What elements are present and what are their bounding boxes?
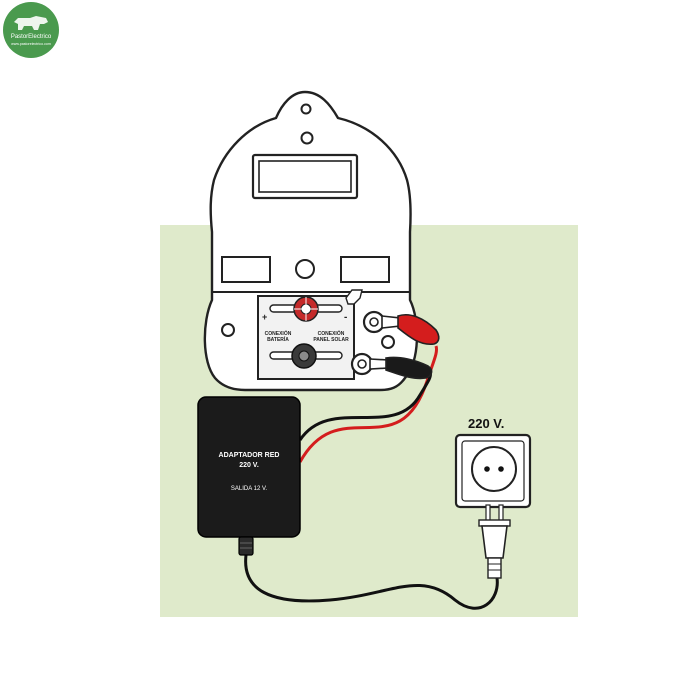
hanging-hole-middle [300, 131, 314, 145]
black-ring-terminal [350, 352, 433, 380]
outlet-hole-right [498, 466, 504, 472]
logo-circle [3, 2, 59, 58]
plug-pin-left [485, 504, 491, 522]
battery-label-line1: CONEXIÓN [265, 329, 292, 337]
wall-outlet: 220 V. [454, 416, 532, 509]
outlet-socket [471, 446, 517, 492]
minus-sign-right: - [344, 312, 347, 323]
plus-sign-left: + [262, 312, 267, 322]
plug-strain-relief [487, 557, 502, 579]
adapter-output-label: SALIDA 12 V. [231, 486, 267, 492]
terminal-clip [345, 289, 363, 305]
outlet-hole-left [484, 466, 490, 472]
energizer-device: + - CONEXIÓN BATERÍA CONEXIÓN PANEL SOLA… [203, 90, 419, 392]
red-ring-terminal [362, 310, 440, 346]
mains-plug [478, 504, 511, 579]
outlet-plate-inner [461, 440, 525, 502]
plug-body [481, 525, 508, 559]
mains-cable [244, 554, 499, 610]
logo-brand-text: PastorElectrico [11, 34, 52, 40]
brand-logo: PastorElectrico www.pastorelectrico.com [3, 2, 59, 58]
indicator-window-left [221, 256, 271, 283]
indicator-window-right [340, 256, 390, 283]
display-window-inner [258, 160, 352, 193]
adapter-strain-relief [238, 536, 254, 556]
adapter-title-line2: 220 V. [239, 462, 259, 469]
adapter-title-line1: ADAPTADOR RED [219, 452, 280, 459]
battery-label-line2: BATERÍA [267, 335, 289, 343]
black-cable [298, 371, 432, 441]
solar-label-line1: CONEXIÓN [318, 329, 345, 337]
red-cable [298, 345, 438, 463]
black-terminal-knob [291, 343, 317, 369]
solar-label-line2: PANEL SOLAR [313, 337, 349, 343]
mount-hole-left [221, 323, 235, 337]
logo-url-text: www.pastorelectrico.com [11, 42, 51, 46]
power-adapter: ADAPTADOR RED 220 V. SALIDA 12 V. [197, 396, 301, 556]
red-terminal-knob [293, 296, 319, 322]
logo-animal-icon [14, 16, 48, 30]
plug-pin-right [498, 504, 504, 522]
center-knob [295, 259, 315, 279]
mount-hole-right [381, 335, 395, 349]
plug-face [478, 519, 511, 527]
hanging-hole-top [300, 103, 312, 115]
outlet-voltage-label: 220 V. [468, 416, 504, 431]
